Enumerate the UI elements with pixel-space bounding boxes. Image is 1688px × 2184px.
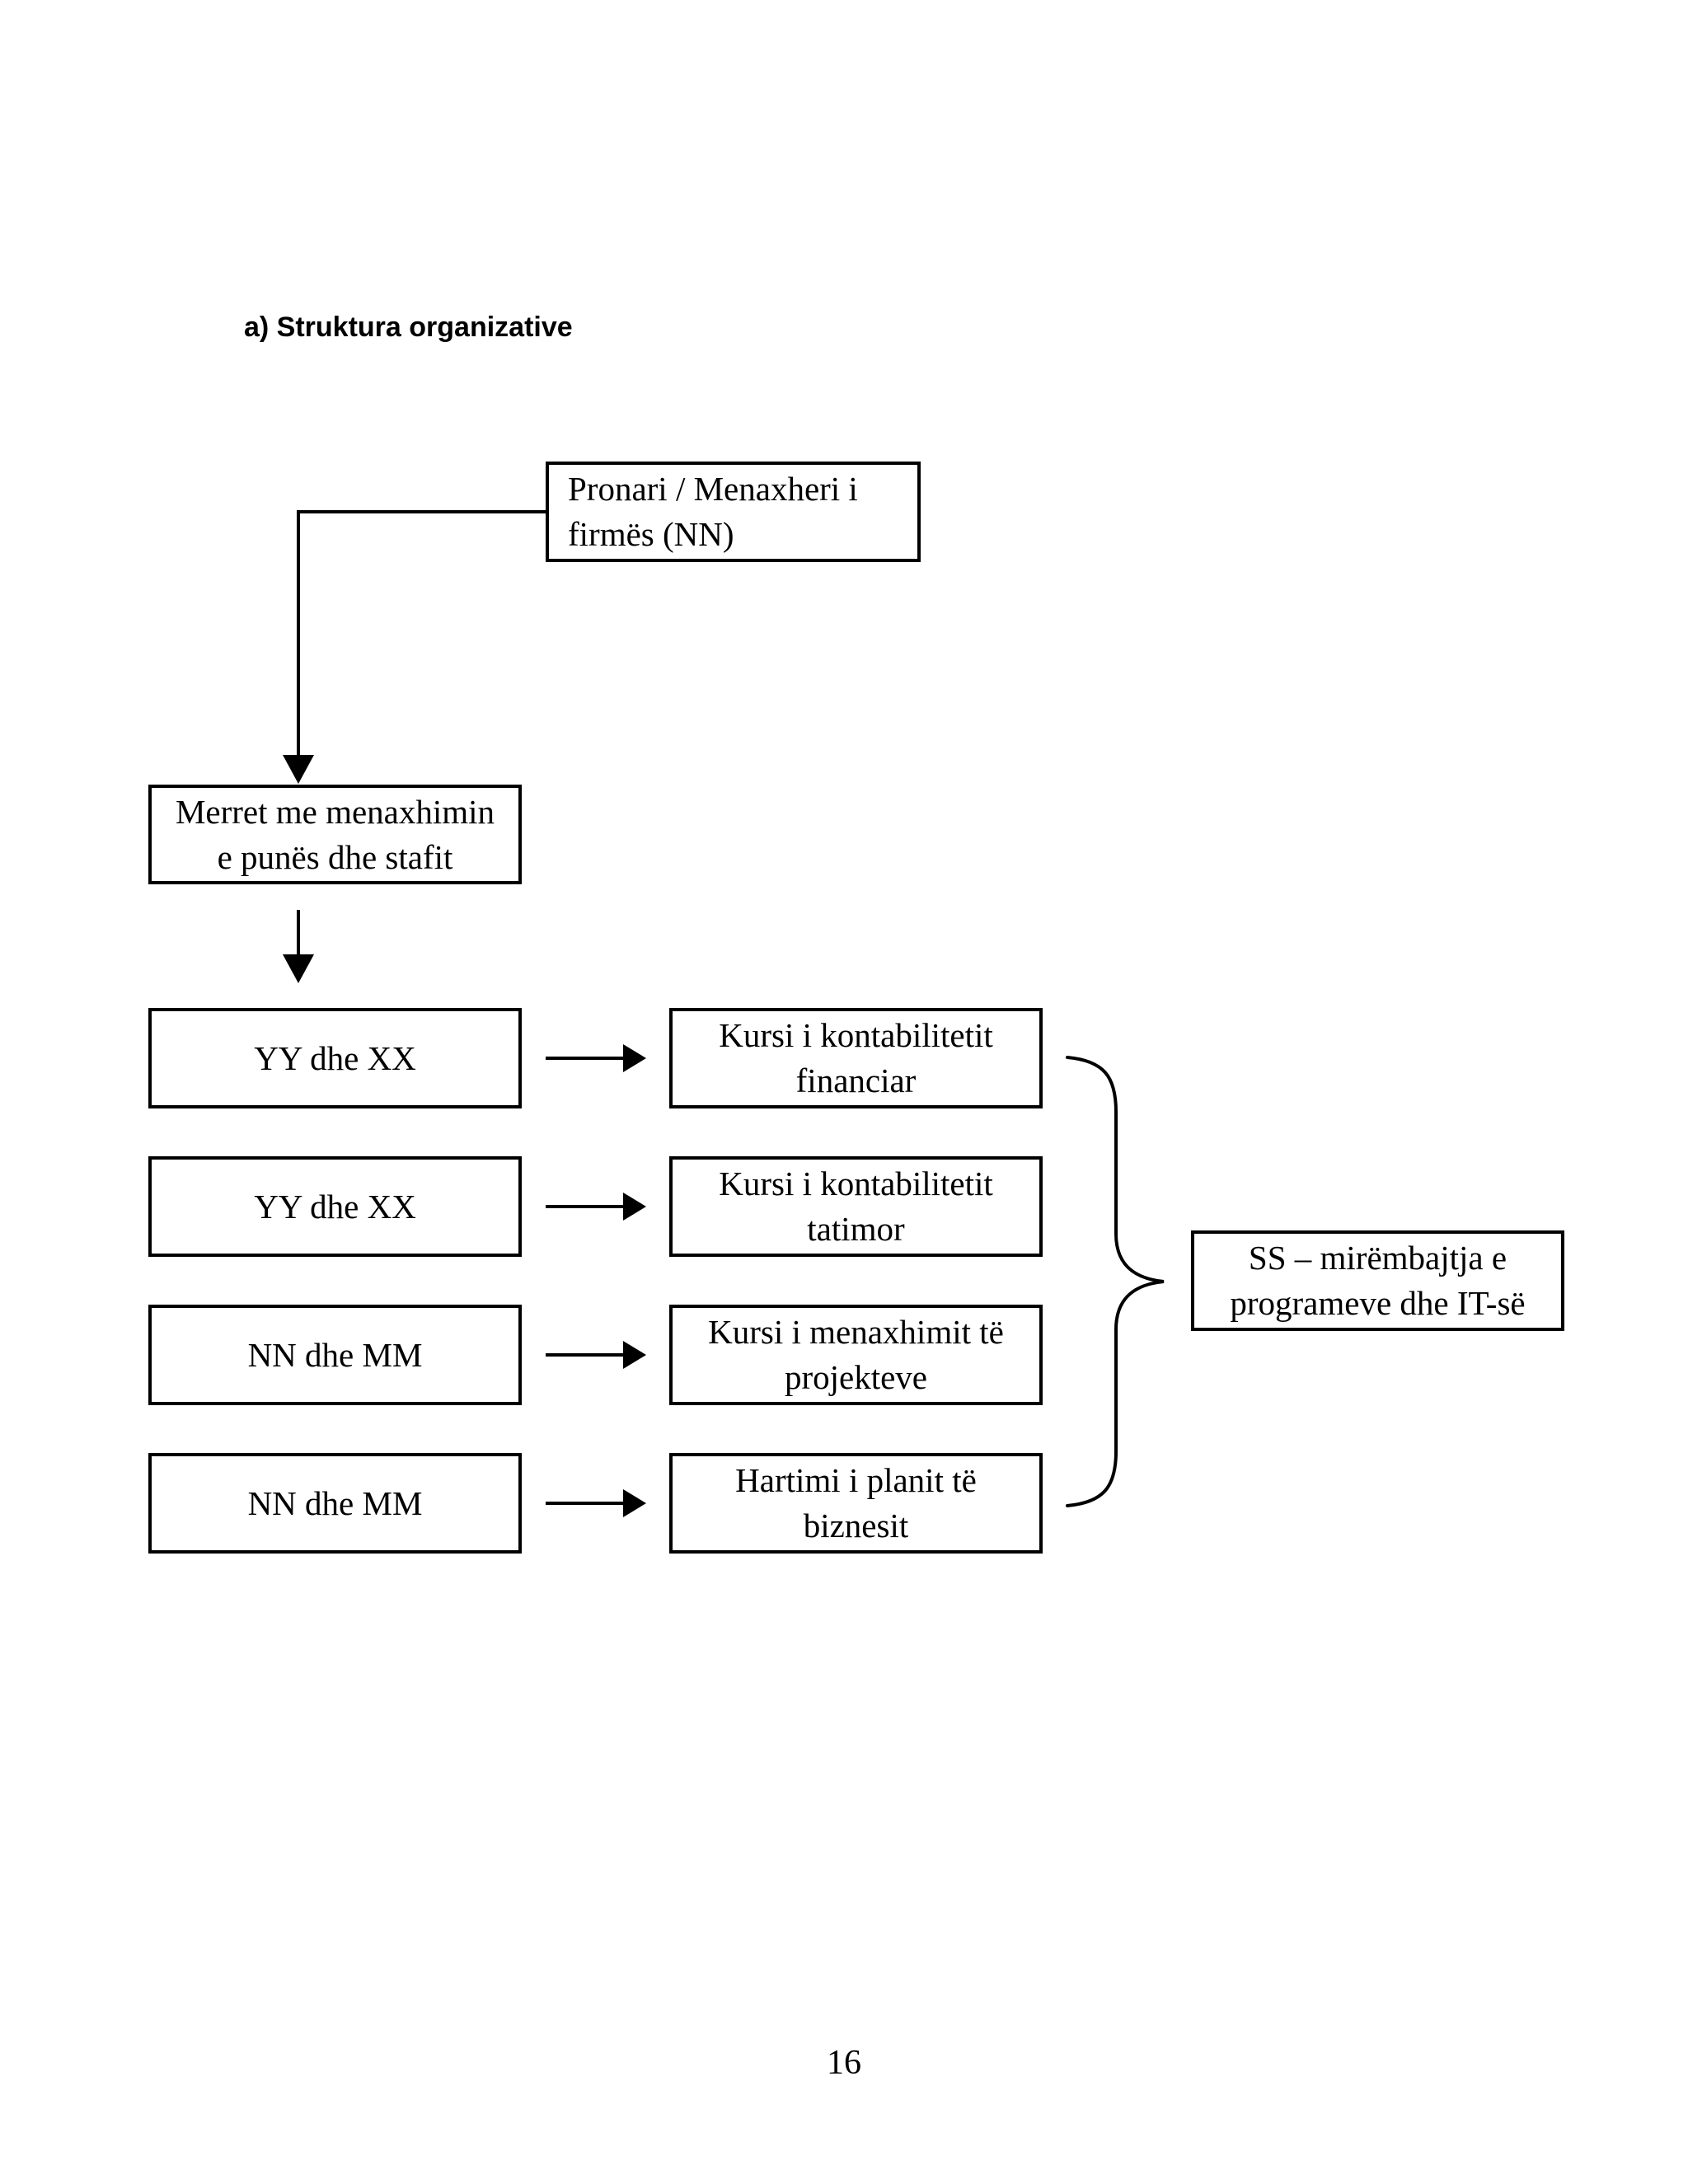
- flow-arrowhead-1: [623, 1044, 646, 1072]
- flow-arrowhead-3: [623, 1341, 646, 1369]
- support-box: SS – mirëmbajtja e programeve dhe IT-së: [1191, 1230, 1564, 1331]
- flow-arrowhead-2: [623, 1193, 646, 1221]
- page-number: 16: [827, 2044, 861, 2082]
- flow-arrowhead-4: [623, 1489, 646, 1517]
- section-title: a) Struktura organizative: [244, 312, 573, 343]
- curly-brace: [1066, 1056, 1165, 1507]
- owner-box: Pronari / Menaxheri i firmës (NN): [546, 462, 921, 562]
- owner-to-management-line: [297, 510, 546, 756]
- management-box: Merret me menaxhimin e punës dhe stafit: [148, 785, 522, 884]
- staff-box-2: YY dhe XX: [148, 1156, 522, 1257]
- staff-box-4: NN dhe MM: [148, 1453, 522, 1554]
- course-box-project-management: Kursi i menaxhimit të projekteve: [669, 1305, 1043, 1405]
- course-box-business-plan: Hartimi i planit të biznesit: [669, 1453, 1043, 1554]
- course-box-tax-accounting: Kursi i kontabilitetit tatimor: [669, 1156, 1043, 1257]
- down-arrowhead-2: [283, 954, 314, 983]
- staff-box-3: NN dhe MM: [148, 1305, 522, 1405]
- course-box-financial-accounting: Kursi i kontabilitetit financiar: [669, 1008, 1043, 1108]
- staff-box-1: YY dhe XX: [148, 1008, 522, 1108]
- down-arrowhead-1: [283, 755, 314, 784]
